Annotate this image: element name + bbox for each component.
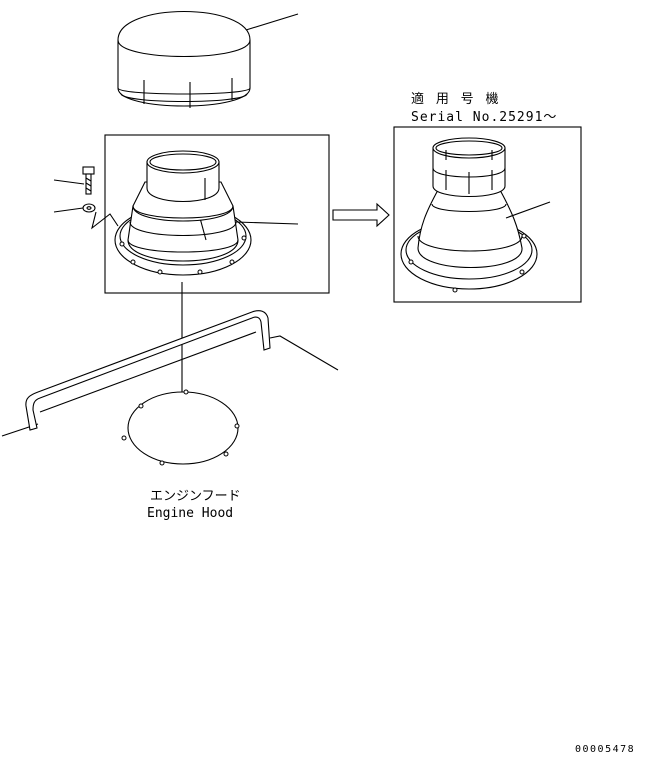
drawing-number: 00005478 [575, 744, 635, 755]
cap-leader-line [245, 13, 299, 31]
extension-pipe-box [104, 134, 330, 294]
engine-hood [1, 310, 339, 466]
hollow-right-arrow-icon [332, 202, 390, 228]
alternate-pipe-box [393, 126, 582, 303]
alternate-pipe-leader-line [505, 201, 551, 219]
engine-hood-jp-label: エンジンフード [150, 489, 241, 504]
rain-cap [117, 11, 299, 108]
washer-icon [53, 203, 119, 230]
applicable-machines-label: 適 用 号 機 [411, 91, 500, 107]
serial-number-label: Serial No.25291〜 [411, 110, 557, 125]
bolt-icon [53, 166, 95, 195]
pipe-leader-line [235, 221, 299, 225]
engine-hood-label: Engine Hood [147, 506, 233, 521]
